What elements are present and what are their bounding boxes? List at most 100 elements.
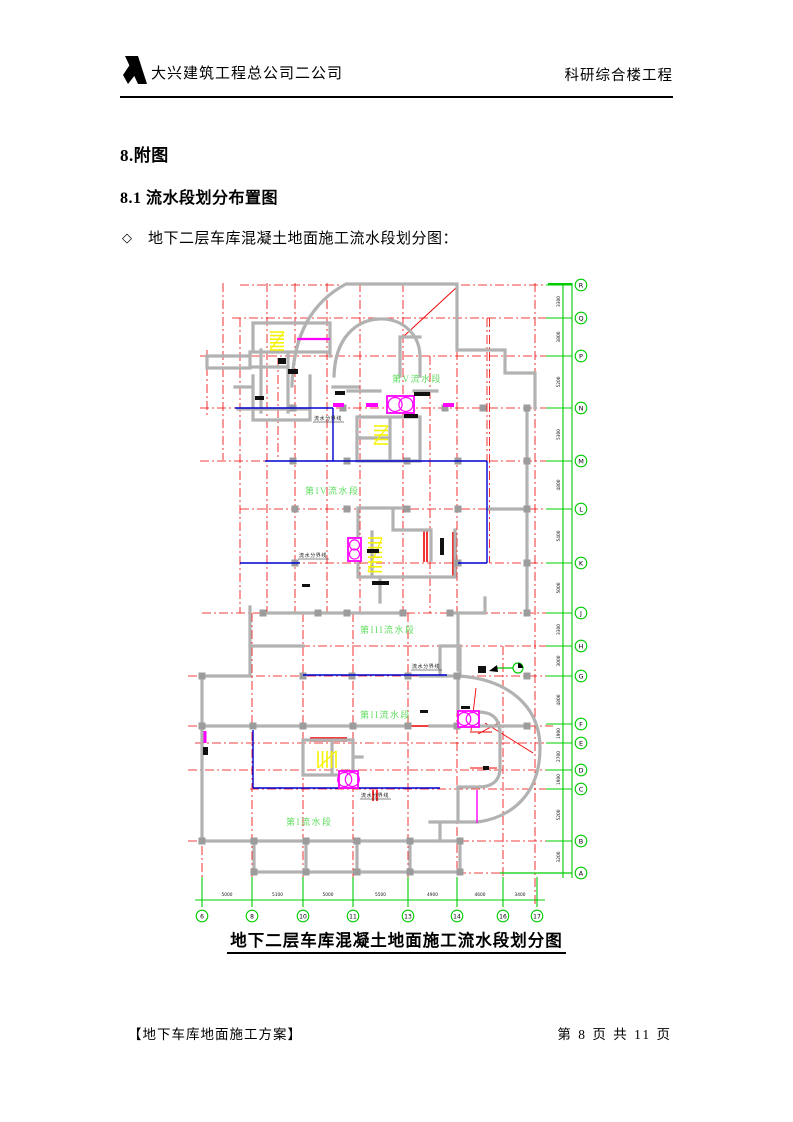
columns [198,404,531,876]
svg-text:N: N [579,404,584,412]
svg-text:13: 13 [404,913,412,920]
axis-dimension: 5400 [556,530,562,541]
svg-text:D: D [578,766,583,774]
axis-dimension: 5200 [556,809,562,820]
boundary-line-label: 流水分界线 [313,415,344,423]
axis-number-circle: 13 [401,909,415,923]
segment-label: 第V流水段 [392,373,442,384]
bullet-line: ◇ 地下二层车库混凝土地面施工流水段划分图： [122,227,458,248]
axis-number-circle: 8 [245,909,259,923]
axis-letter-circle: P [574,349,588,363]
axis-letter-circle: F [574,717,588,731]
axis-dimension: 4900 [427,892,438,898]
svg-text:F: F [579,720,583,728]
svg-text:流水分界线: 流水分界线 [361,792,389,799]
svg-text:H: H [579,642,584,650]
axis-dimension: 3300 [556,624,562,635]
svg-text:Q: Q [578,314,583,322]
segment-label: 第II流水段 [360,709,411,720]
axis-number-circle: 17 [530,909,544,923]
benchmark-marker [489,662,524,674]
bullet-diamond-icon: ◇ [122,230,132,245]
svg-text:14: 14 [453,913,461,920]
header-company: 大兴建筑工程总公司二公司 [151,66,344,82]
axis-dimension: 4800 [556,694,562,705]
axis-letter-circle: K [574,556,588,570]
header-rule [120,96,673,98]
svg-text:M: M [578,457,584,465]
svg-text:K: K [579,559,584,567]
svg-text:C: C [579,785,584,793]
segment-label: 第IV流水段 [305,485,360,496]
axis-dimension: 5000 [222,892,233,898]
axis-letter-circle: N [574,401,588,415]
svg-text:6: 6 [200,913,204,920]
axis-letter-circle: C [574,782,588,796]
axis-dimension: 4600 [475,892,486,898]
svg-text:G: G [578,672,583,680]
svg-text:17: 17 [533,913,541,920]
flow-section-labels: 第V流水段第IV流水段第III流水段第II流水段第I流水段流水分界线流水分界线流… [286,373,442,827]
axis-dimension: 5200 [556,376,562,387]
flow-boundary-lines [235,407,488,789]
svg-text:11: 11 [349,913,357,920]
axis-dimension: 5000 [556,582,562,593]
svg-text:A: A [579,869,584,877]
axis-letter-circle: G [574,669,588,683]
svg-text:流水分界线: 流水分界线 [412,663,440,670]
axis-dimension: 5000 [323,892,334,898]
header-project: 科研综合楼工程 [564,68,673,84]
svg-text:流水分界线: 流水分界线 [314,415,342,422]
bullet-text: 地下二层车库混凝土地面施工流水段划分图： [148,231,459,247]
axis-number-circle: 14 [450,909,464,923]
caption-row: 地下二层车库混凝土地面施工流水段划分图 [0,927,793,954]
axis-dimension: 3200 [556,851,562,862]
tiny-annotations [203,358,489,770]
company-logo-icon [123,56,147,84]
svg-text:10: 10 [299,913,307,920]
axis-number-circle: 6 [195,909,209,923]
axis-letter-circle: D [574,763,588,777]
axis-dimension: 5100 [272,892,283,898]
boundary-line-label: 流水分界线 [411,663,442,671]
floor-plan-drawing: R3300Q3800P5200N5300M4800L5400K5000J3300… [188,278,588,923]
axis-number-circle: 16 [496,909,510,923]
svg-text:L: L [579,505,583,513]
axis-dimension: 3800 [556,331,562,342]
axis-letter-circle: H [574,639,588,653]
axis-letter-circle: E [574,736,588,750]
drawing-caption: 地下二层车库混凝土地面施工流水段划分图 [227,931,566,954]
svg-text:B: B [579,837,583,845]
section-heading: 8.附图 [120,146,169,165]
magenta-details [203,337,480,823]
axis-dimension: 1900 [556,728,562,739]
axis-dimension: 1900 [556,774,562,785]
axis-letter-circle: L [574,502,588,516]
svg-text:流水分界线: 流水分界线 [299,552,327,559]
segment-label: 第I流水段 [286,816,333,827]
boundary-line-label: 流水分界线 [298,552,329,560]
axis-dimension: 5500 [375,892,386,898]
axis-dimension: 5300 [556,429,562,440]
boundary-line-label: 流水分界线 [360,792,391,800]
axis-dimension: 3000 [556,655,562,666]
axis-dimension: 3300 [556,296,562,307]
svg-text:P: P [579,352,583,360]
axis-dimension: 2700 [556,751,562,762]
svg-text:R: R [579,281,584,289]
axis-letter-circle: B [574,834,588,848]
axis-number-circle: 11 [346,909,360,923]
stair-hatches [269,331,389,769]
axis-letter-circle: A [574,866,588,880]
axis-letter-circle: M [574,454,588,468]
subsection-heading: 8.1 流水段划分布置图 [120,190,279,207]
axis-letter-circle: Q [574,311,588,325]
svg-text:16: 16 [499,913,507,920]
axis-dimension: 3400 [515,892,526,898]
footer-document-name: 【地下车库地面施工方案】 [128,1027,302,1042]
svg-text:8: 8 [250,913,254,920]
axis-letter-circle: R [574,278,588,292]
svg-text:E: E [579,739,583,747]
green-axis: R3300Q3800P5200N5300M4800L5400K5000J3300… [195,278,588,923]
